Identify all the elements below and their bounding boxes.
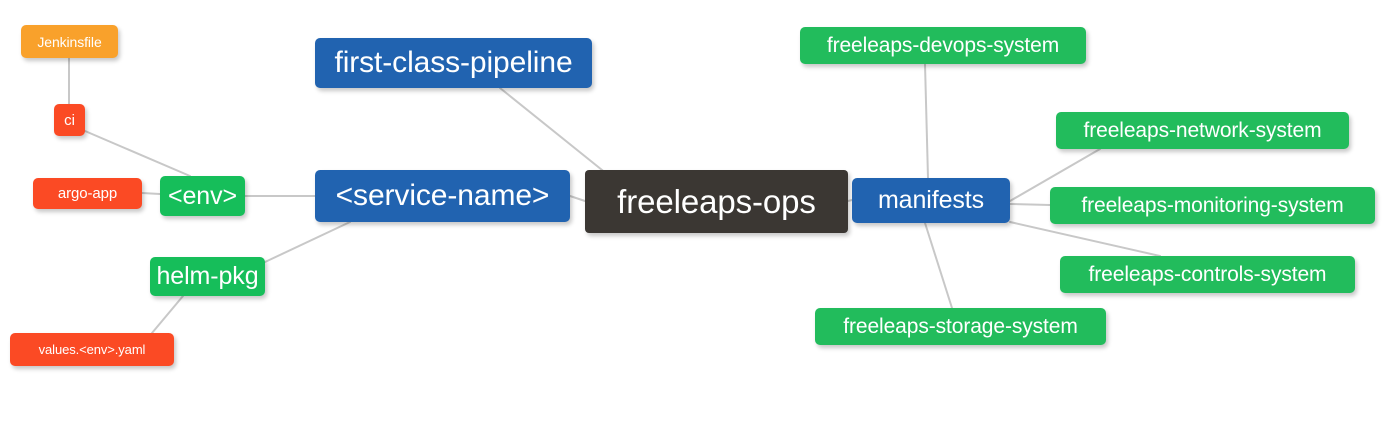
node-label: argo-app bbox=[57, 185, 118, 202]
mindmap-node-ci[interactable]: ci bbox=[54, 104, 85, 136]
mindmap-node-helm[interactable]: helm-pkg bbox=[150, 257, 265, 296]
node-label: freeleaps-storage-system bbox=[843, 315, 1078, 338]
mindmap-node-service[interactable]: <service-name> bbox=[315, 170, 570, 222]
node-label: <service-name> bbox=[335, 179, 550, 212]
node-label: freeleaps-ops bbox=[617, 183, 816, 220]
node-label: freeleaps-controls-system bbox=[1088, 263, 1327, 286]
mindmap-node-manifests[interactable]: manifests bbox=[852, 178, 1010, 223]
edge-service-to-helm bbox=[264, 221, 351, 263]
node-label: values.<env>.yaml bbox=[38, 342, 146, 357]
node-label: freeleaps-network-system bbox=[1083, 119, 1322, 142]
mindmap-node-storage[interactable]: freeleaps-storage-system bbox=[815, 308, 1106, 345]
edge-env-to-ci bbox=[84, 130, 191, 177]
mindmap-node-env[interactable]: <env> bbox=[160, 176, 245, 216]
node-label: Jenkinsfile bbox=[37, 33, 102, 50]
mindmap-node-pipeline[interactable]: first-class-pipeline bbox=[315, 38, 592, 88]
node-label: first-class-pipeline bbox=[334, 46, 573, 79]
node-label: helm-pkg bbox=[156, 262, 259, 290]
mindmap-node-devops[interactable]: freeleaps-devops-system bbox=[800, 27, 1086, 64]
node-label: freeleaps-devops-system bbox=[826, 34, 1060, 57]
edge-manifests-to-controls bbox=[1009, 221, 1161, 257]
edge-manifests-to-storage bbox=[924, 222, 953, 309]
edge-helm-to-values bbox=[151, 295, 184, 334]
node-label: ci bbox=[64, 111, 75, 129]
edge-manifests-to-devops bbox=[924, 63, 929, 179]
mindmap-node-values[interactable]: values.<env>.yaml bbox=[10, 333, 174, 366]
mindmap-node-controls[interactable]: freeleaps-controls-system bbox=[1060, 256, 1355, 293]
node-label: manifests bbox=[877, 186, 985, 214]
edge-root-to-service bbox=[569, 195, 586, 202]
mindmap-node-jenkinsfile[interactable]: Jenkinsfile bbox=[21, 25, 118, 58]
mindmap-node-root[interactable]: freeleaps-ops bbox=[585, 170, 848, 233]
mindmap-node-monitoring[interactable]: freeleaps-monitoring-system bbox=[1050, 187, 1375, 224]
edge-manifests-to-monitoring bbox=[1009, 203, 1051, 206]
mindmap-node-network[interactable]: freeleaps-network-system bbox=[1056, 112, 1349, 149]
edge-root-to-pipeline bbox=[499, 87, 608, 175]
node-label: freeleaps-monitoring-system bbox=[1081, 194, 1344, 217]
edge-env-to-argoapp bbox=[141, 192, 161, 195]
node-label: <env> bbox=[167, 181, 237, 210]
mindmap-node-argoapp[interactable]: argo-app bbox=[33, 178, 142, 209]
